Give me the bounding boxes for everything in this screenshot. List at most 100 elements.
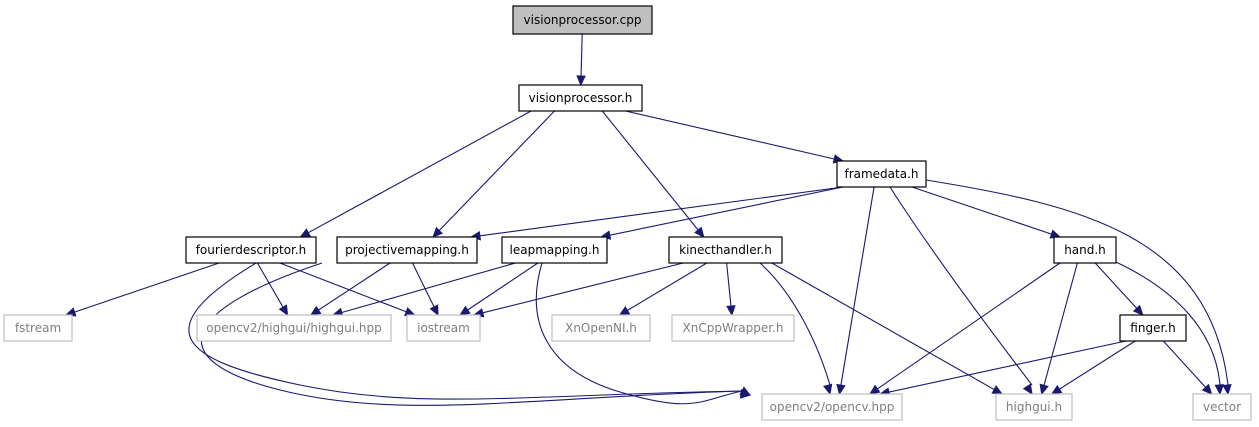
edge-visionprocessor-h-to-projectivemapping-h [432,110,555,238]
arrowhead [459,305,471,316]
arrowhead [299,228,312,238]
node-finger-h[interactable]: finger.h [1119,314,1187,342]
edge-framedata-h-to-vector [925,179,1232,396]
arrowhead [1201,383,1213,395]
arrowhead [1039,383,1049,396]
edge-fourierdescriptor-h-to-highgui-hpp [256,262,289,317]
edge-hand-h-to-vector [1115,261,1225,396]
node-kinecthandler-h[interactable]: kinecthandler.h [668,236,783,264]
node-visionprocessor-h[interactable]: visionprocessor.h [518,84,643,112]
arrowhead [1222,384,1232,396]
node-fourierdescriptor-h[interactable]: fourierdescriptor.h [185,236,317,264]
node-label: visionprocessor.cpp [524,13,642,27]
node-box [185,236,317,264]
edge-hand-h-to-finger-h [1094,262,1144,316]
arrowhead [618,306,631,316]
edge-framedata-h-to-projectivemapping-h [469,186,844,241]
node-projectivemapping-h[interactable]: projectivemapping.h [336,236,478,264]
edges-layer [64,33,1232,406]
edge-kinecthandler-h-to-opencv-hpp [759,262,833,396]
node-box [551,314,651,342]
edge-visionprocessor-h-to-fourierdescriptor-h [299,110,532,238]
node-box [1053,236,1117,264]
node-label: vector [1203,400,1241,414]
node-highgui-hpp: opencv2/highgui/highgui.hpp [196,314,392,342]
node-box [1119,314,1187,342]
edge-hand-h-to-highgui-h [1039,262,1078,396]
arrowhead [404,307,416,317]
edge-kinecthandler-h-to-iostream [472,262,684,318]
edge-projectivemapping-h-to-iostream [411,262,439,317]
node-label: hand.h [1064,243,1106,257]
node-label: opencv2/opencv.hpp [770,400,895,414]
arrowhead [694,226,705,238]
node-label: XnCppWrapper.h [683,321,784,335]
node-box [406,314,481,342]
node-box [995,393,1073,421]
edge-leapmapping-h-to-opencv-hpp [535,262,752,405]
node-box [518,84,643,112]
node-label: fourierdescriptor.h [196,243,307,257]
edge-visionprocessor-h-to-framedata-h [625,110,845,164]
node-box [196,314,392,342]
node-label: finger.h [1130,321,1175,335]
node-label: visionprocessor.h [529,91,633,105]
node-box [761,393,903,421]
arrowhead [429,304,439,317]
arrowhead [868,384,881,395]
edge-hand-h-to-opencv-hpp [868,262,1061,395]
node-label: highgui.h [1006,400,1062,414]
arrowhead [576,75,586,87]
edge-framedata-h-to-leapmapping-h [599,186,844,240]
arrowhead [1022,383,1033,396]
edge-visionprocessor-cpp-to-visionprocessor-h [576,33,586,87]
edge-framedata-h-to-opencv-hpp [836,186,875,396]
node-leapmapping-h[interactable]: leapmapping.h [501,236,608,264]
node-label: iostream [417,321,470,335]
node-xnopenni-h: XnOpenNI.h [551,314,651,342]
arrowhead [823,383,833,396]
edge-kinecthandler-h-to-highgui-h [771,262,1004,395]
node-label: leapmapping.h [510,243,600,257]
node-box [836,160,927,188]
edge-kinecthandler-h-to-xnopenni-h [618,262,708,316]
node-box [1192,393,1252,421]
edge-finger-h-to-highgui-h [1050,340,1136,395]
node-visionprocessor-cpp[interactable]: visionprocessor.cpp [512,5,653,35]
arrowhead [278,304,289,317]
node-iostream: iostream [406,314,481,342]
node-box [668,236,783,264]
node-box [3,314,73,342]
edge-kinecthandler-h-to-xncppwrapper-h [726,262,736,317]
node-fstream: fstream [3,314,73,342]
arrowhead [432,226,444,238]
node-hand-h[interactable]: hand.h [1053,236,1117,264]
node-box [501,236,608,264]
edge-projectivemapping-h-to-highgui-hpp [309,262,391,316]
arrowhead [1214,384,1225,396]
edge-framedata-h-to-hand-h [911,186,1062,239]
edge-finger-h-to-vector [1162,340,1213,395]
edge-framedata-h-to-highgui-h [889,186,1033,396]
edge-leapmapping-h-to-highgui-hpp [331,262,516,317]
arrowhead [991,385,1004,395]
arrowhead [726,305,736,317]
node-framedata-h[interactable]: framedata.h [836,160,927,188]
arrowhead [309,305,322,316]
node-box [671,314,795,342]
node-label: fstream [15,321,61,335]
node-vector: vector [1192,393,1252,421]
node-highgui-h: highgui.h [995,393,1073,421]
node-opencv-hpp: opencv2/opencv.hpp [761,393,903,421]
node-label: kinecthandler.h [679,243,772,257]
edge-finger-h-to-opencv-hpp [878,340,1127,397]
node-box [336,236,478,264]
node-label: framedata.h [844,167,918,181]
node-xncppwrapper-h: XnCppWrapper.h [671,314,795,342]
edge-leapmapping-h-to-iostream [459,262,539,316]
arrowhead [1050,384,1063,395]
arrowhead [836,383,846,396]
arrowhead [1132,304,1144,316]
node-label: projectivemapping.h [345,243,469,257]
